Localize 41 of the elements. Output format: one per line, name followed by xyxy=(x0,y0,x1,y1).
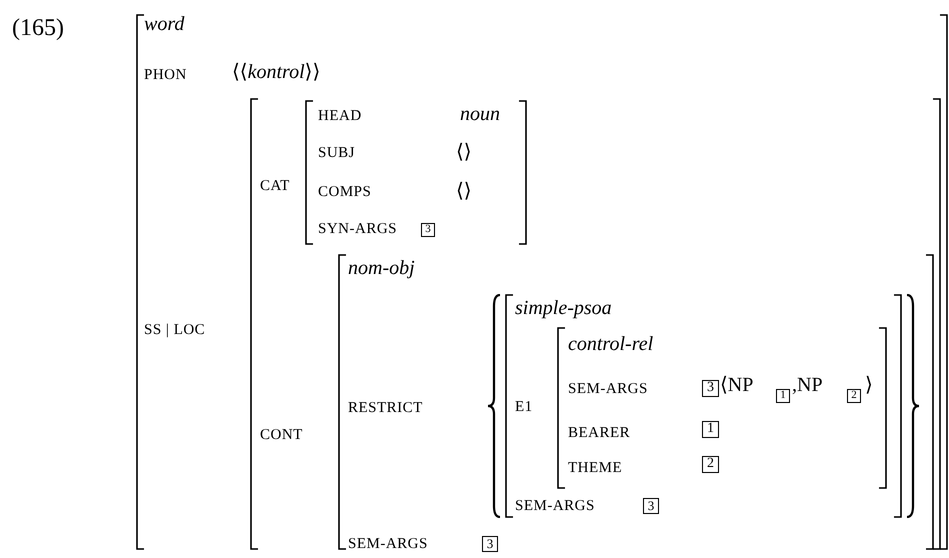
coindex-tag: 1 xyxy=(776,389,790,403)
example-number: (165) xyxy=(12,14,64,42)
type-label: simple-psoa xyxy=(515,297,612,319)
feature-name: SEM-ARGS xyxy=(515,497,595,516)
coindex-tag: 3 xyxy=(643,498,659,514)
feature-name: THEME xyxy=(568,459,622,478)
coindex-tag: 3 xyxy=(702,380,719,397)
feature-name: RESTRICT xyxy=(348,399,423,418)
attribute-value-matrix xyxy=(136,14,948,550)
value-text: ⟩ xyxy=(865,374,873,396)
value-text: ⟨⟩ xyxy=(456,180,472,202)
feature-name: COMPS xyxy=(318,183,372,202)
feature-name: BEARER xyxy=(568,424,630,443)
value-text: ⟨NP xyxy=(720,374,754,396)
feature-name: SUBJ xyxy=(318,144,356,163)
feature-name: E1 xyxy=(515,398,533,417)
feature-name: SEM-ARGS xyxy=(348,535,428,554)
type-label: word xyxy=(144,13,184,35)
type-label: noun xyxy=(460,103,500,125)
feature-name: SYN-ARGS xyxy=(318,220,398,239)
value-text: ⟨⟩ xyxy=(456,141,472,163)
type-label: nom-obj xyxy=(348,257,415,279)
coindex-tag: 2 xyxy=(702,456,719,473)
feature-name: PHON xyxy=(144,66,187,85)
attribute-value-matrix xyxy=(250,98,941,550)
value-text: ,NP xyxy=(792,374,823,396)
feature-name: CAT xyxy=(260,177,290,196)
value-text: ⟨⟨kontrol⟩⟩ xyxy=(232,61,320,83)
attribute-value-matrix xyxy=(505,294,902,518)
coindex-tag: 3 xyxy=(482,536,498,552)
feature-name: SS | LOC xyxy=(144,321,206,340)
coindex-tag: 1 xyxy=(702,421,719,438)
attribute-value-matrix xyxy=(557,327,887,489)
attribute-value-matrix xyxy=(338,254,934,550)
coindex-tag: 3 xyxy=(421,223,435,237)
feature-name: HEAD xyxy=(318,107,362,126)
attribute-value-matrix xyxy=(305,100,527,245)
type-label: control-rel xyxy=(568,333,654,355)
feature-name: SEM-ARGS xyxy=(568,380,648,399)
coindex-tag: 2 xyxy=(847,389,861,403)
feature-name: CONT xyxy=(260,426,303,445)
